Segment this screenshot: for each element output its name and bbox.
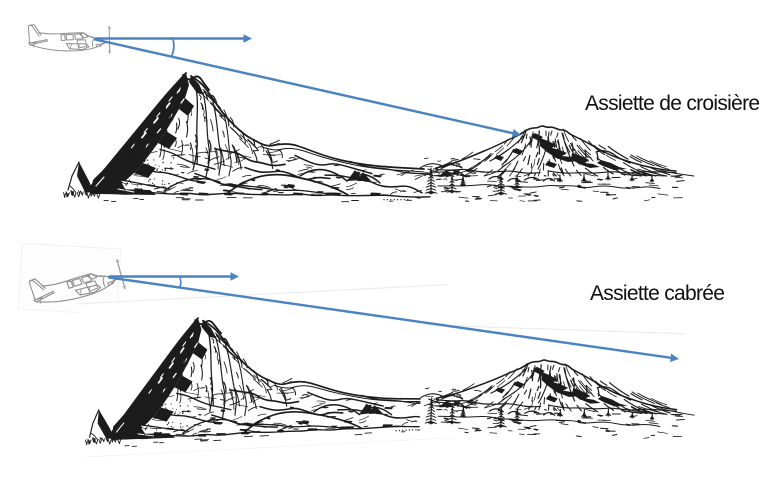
svg-text:Assiette de croisière: Assiette de croisière <box>585 92 759 115</box>
svg-text:Assiette cabrée: Assiette cabrée <box>590 282 724 305</box>
